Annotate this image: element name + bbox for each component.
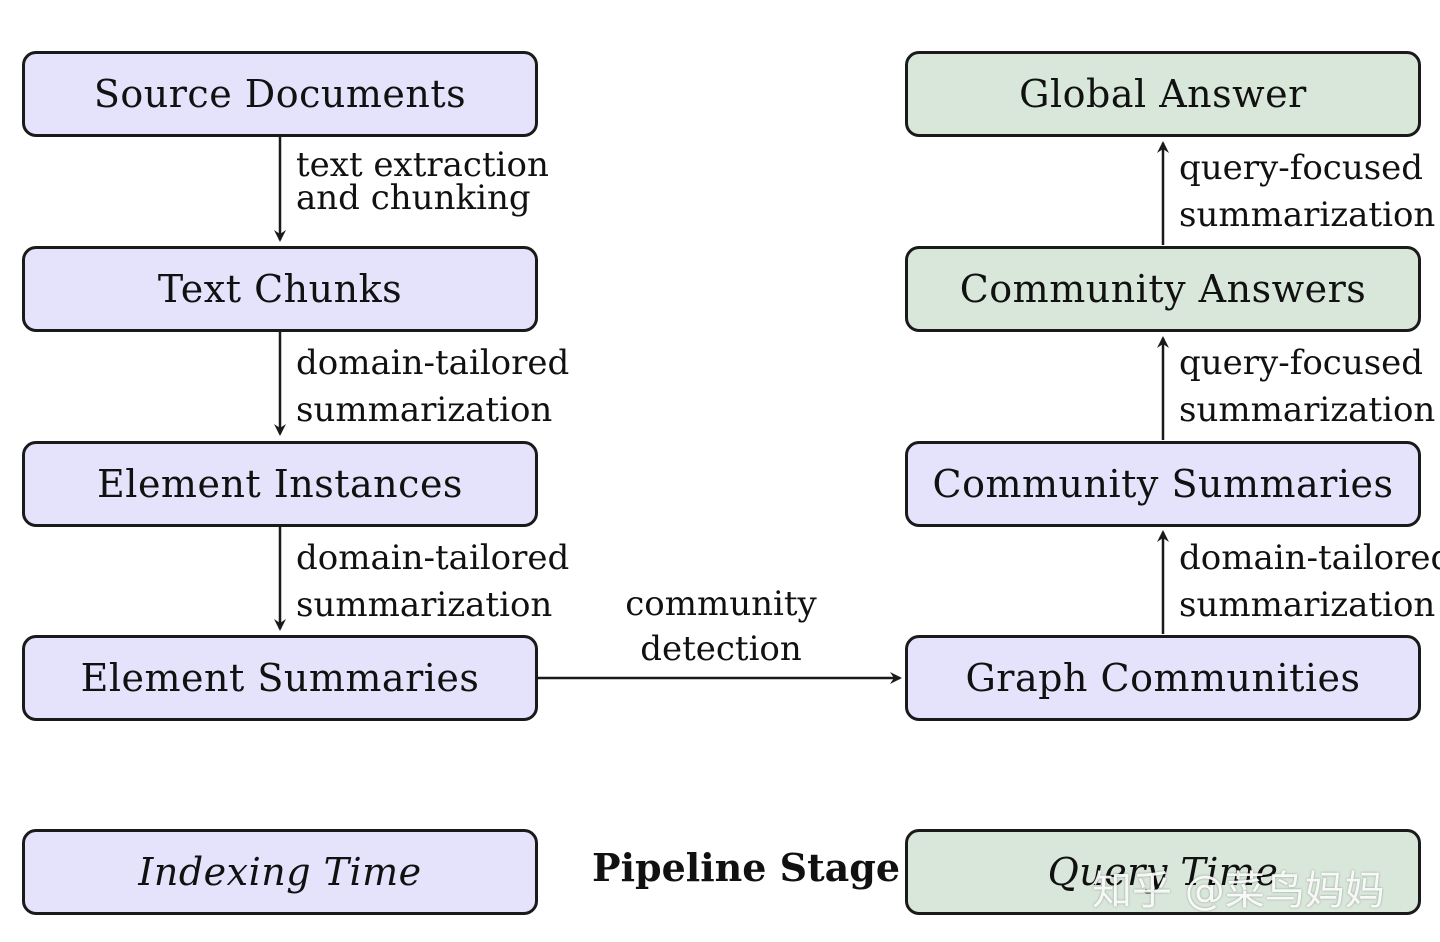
node-graph-communities-label: Graph Communities: [965, 656, 1361, 700]
legend-indexing-time-label: Indexing Time: [138, 850, 422, 894]
edge-label-line: query-focused: [1179, 148, 1424, 188]
node-element-summaries-label: Element Summaries: [80, 656, 480, 700]
edge-label-line: community: [625, 584, 817, 624]
edge-label-line: domain-tailored: [1179, 538, 1440, 578]
edge-label-line: summarization: [296, 390, 553, 430]
watermark: 知乎 @菜鸟妈妈: [1092, 868, 1385, 914]
node-community-summaries: Community Summaries: [905, 441, 1421, 527]
node-community-answers-label: Community Answers: [959, 267, 1367, 311]
edge-label-source-to-chunks: text extraction and chunking: [296, 142, 549, 222]
edge-label-comm-summaries-to-answers: query-focused summarization: [1179, 340, 1435, 434]
edge-label-line: domain-tailored: [296, 538, 570, 578]
node-community-summaries-label: Community Summaries: [932, 462, 1394, 506]
node-element-instances-label: Element Instances: [97, 462, 463, 506]
node-global-answer: Global Answer: [905, 51, 1421, 137]
edge-label-chunks-to-instances: domain-tailored summarization: [296, 340, 569, 434]
edge-label-line: text extraction: [296, 145, 549, 185]
node-global-answer-label: Global Answer: [1019, 72, 1307, 116]
edge-label-communities-to-comm-summaries: domain-tailored summarization: [1179, 535, 1440, 629]
node-element-instances: Element Instances: [22, 441, 538, 527]
edge-label-line: summarization: [296, 585, 553, 625]
node-element-summaries: Element Summaries: [22, 635, 538, 721]
edge-label-line: domain-tailored: [296, 343, 570, 383]
edge-label-line: summarization: [1179, 195, 1436, 235]
node-text-chunks-label: Text Chunks: [157, 267, 403, 311]
node-graph-communities: Graph Communities: [905, 635, 1421, 721]
legend-query-time-label: Query Time: [1047, 850, 1279, 894]
edge-label-summaries-to-communities: community detection: [610, 581, 832, 673]
legend-pipeline-stage: Pipeline Stage: [592, 845, 901, 890]
edge-label-line: and chunking: [296, 178, 531, 218]
edge-label-instances-to-summaries: domain-tailored summarization: [296, 535, 569, 629]
node-community-answers: Community Answers: [905, 246, 1421, 332]
node-source-documents: Source Documents: [22, 51, 538, 137]
node-source-documents-label: Source Documents: [93, 72, 467, 116]
edge-label-line: summarization: [1179, 585, 1436, 625]
edge-label-line: query-focused: [1179, 343, 1424, 383]
legend-indexing-time: Indexing Time: [22, 829, 538, 915]
edge-label-answers-to-global: query-focused summarization: [1179, 145, 1435, 239]
edge-label-line: detection: [640, 629, 802, 669]
legend-query-time: Query Time: [905, 829, 1421, 915]
node-text-chunks: Text Chunks: [22, 246, 538, 332]
edge-label-line: summarization: [1179, 390, 1436, 430]
